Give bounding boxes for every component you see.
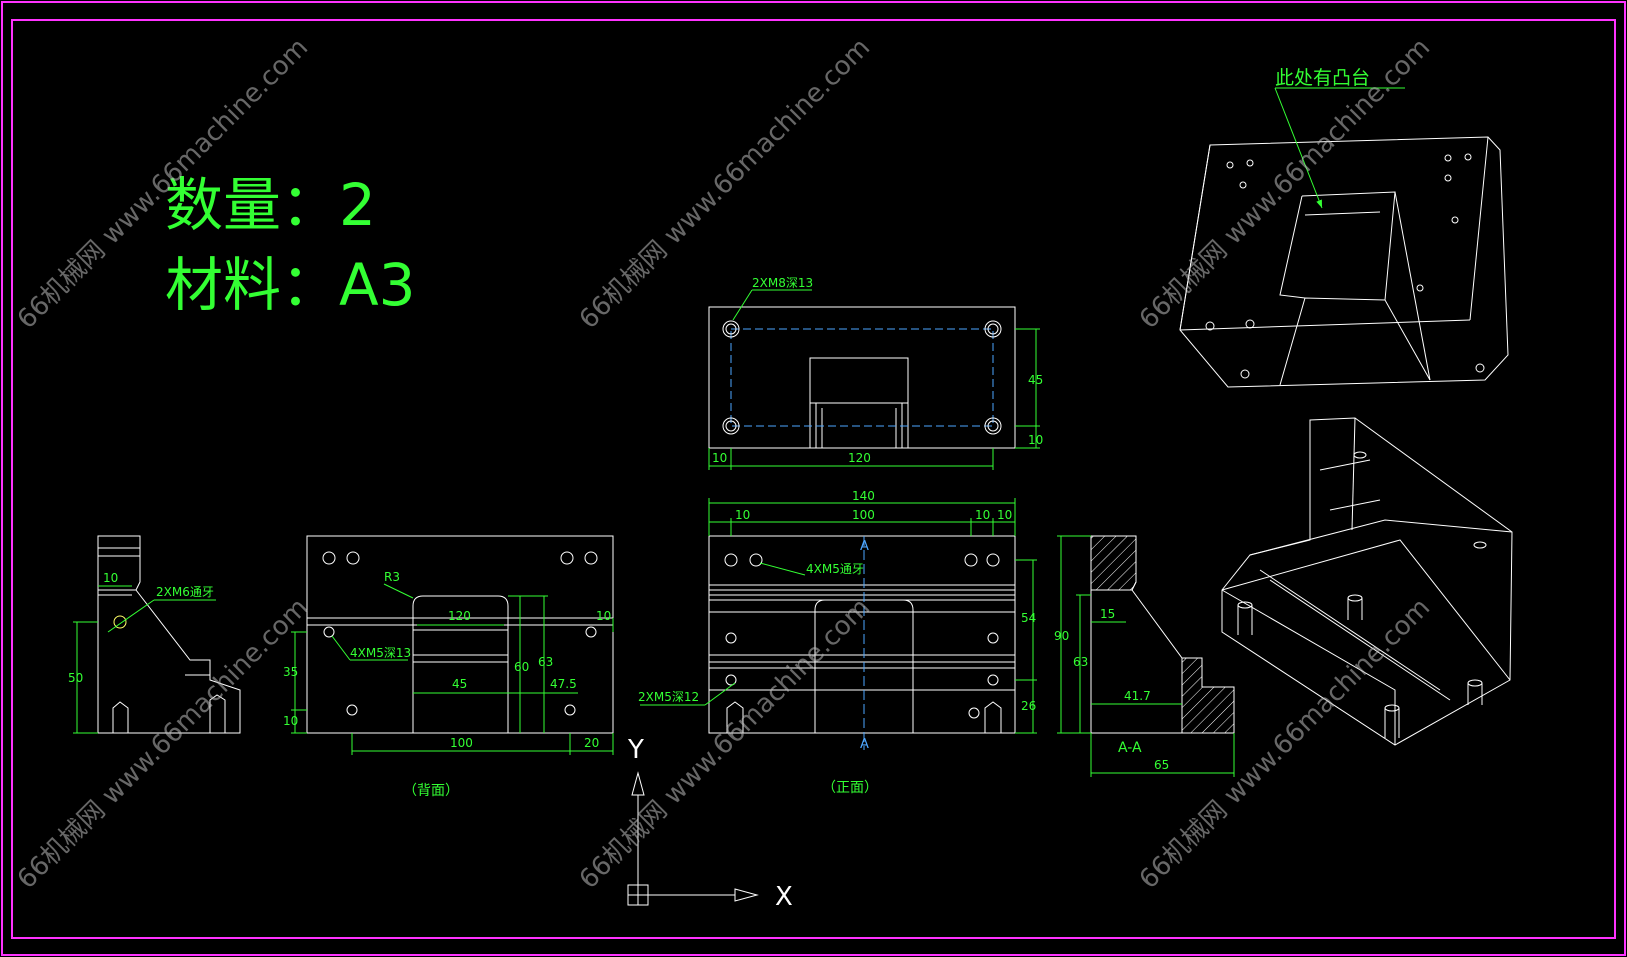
dim-front-54: 54: [1021, 611, 1036, 625]
section-title: A-A: [1118, 740, 1142, 756]
dim-front-10b: 10: [975, 508, 990, 522]
top-view: [708, 306, 1016, 449]
front-view-dims: [640, 498, 1037, 734]
dim-back-100: 100: [450, 736, 473, 750]
dim-sec-41-7: 41.7: [1124, 689, 1151, 703]
dim-top-120: 120: [848, 451, 871, 465]
boss-leader: [1274, 87, 1405, 209]
dim-back-45: 45: [452, 677, 467, 691]
front-bottom-holes-note: 2XM5深12: [638, 690, 699, 704]
watermark-4: 66机械网 www.66machine.com: [12, 593, 314, 895]
dim-back-35: 35: [283, 665, 298, 679]
iso-view-bottom: [1221, 417, 1513, 746]
side-view-dims: [73, 585, 216, 734]
side-holes-note: 2XM6通牙: [156, 585, 214, 599]
dim-front-10c: 10: [997, 508, 1012, 522]
dim-sec-63: 63: [1073, 655, 1088, 669]
back-view-dims: [291, 583, 614, 755]
quantity-label: 数量：2: [165, 171, 376, 239]
dim-back-63: 63: [538, 655, 553, 669]
dim-back-20: 20: [584, 736, 599, 750]
back-view-label: （背面）: [403, 783, 459, 799]
dim-side-50: 50: [68, 671, 83, 685]
dim-back-120: 120: [448, 609, 471, 623]
watermark-2: 66机械网 www.66machine.com: [574, 33, 876, 335]
dim-front-100: 100: [852, 508, 875, 522]
radius-note: R3: [384, 570, 400, 584]
dim-back-60: 60: [514, 660, 529, 674]
iso-view-top: [1179, 136, 1509, 388]
dim-top-45: 45: [1028, 373, 1043, 387]
top-view-dims: [708, 289, 1040, 470]
dim-back-47-5: 47.5: [550, 677, 577, 691]
dim-front-140: 140: [852, 489, 875, 503]
top-holes-note: 2XM8深13: [752, 276, 813, 290]
front-holes-note: 4XM5通牙: [806, 562, 864, 576]
material-label: 材料：A3: [165, 251, 416, 319]
section-mark-bottom: A: [860, 737, 869, 752]
dim-sec-65: 65: [1154, 758, 1169, 772]
dim-back-10r: 10: [596, 609, 611, 623]
boss-note: 此处有凸台: [1275, 67, 1370, 89]
dim-front-26: 26: [1021, 699, 1036, 713]
side-view: [97, 535, 241, 734]
dim-top-10b: 10: [712, 451, 727, 465]
section-view: [1090, 535, 1235, 734]
dim-back-10: 10: [283, 714, 298, 728]
watermark-6: 66机械网 www.66machine.com: [1134, 593, 1436, 895]
dim-top-10r: 10: [1028, 433, 1043, 447]
dim-side-10: 10: [103, 571, 118, 585]
back-holes-note: 4XM5深13: [350, 646, 411, 660]
front-view-label: （正面）: [822, 780, 878, 796]
dim-sec-15: 15: [1100, 607, 1115, 621]
ucs-icon: [627, 771, 759, 906]
inner-frame: [11, 19, 1616, 939]
dim-front-10a: 10: [735, 508, 750, 522]
back-view: [306, 535, 614, 734]
watermark-5: 66机械网 www.66machine.com: [574, 593, 876, 895]
section-view-dims: [1057, 535, 1235, 777]
ucs-y-label: Y: [627, 735, 644, 765]
dim-sec-90: 90: [1054, 629, 1069, 643]
section-mark-top: A: [860, 539, 869, 554]
ucs-x-label: X: [775, 882, 793, 912]
front-view: [708, 535, 1016, 750]
